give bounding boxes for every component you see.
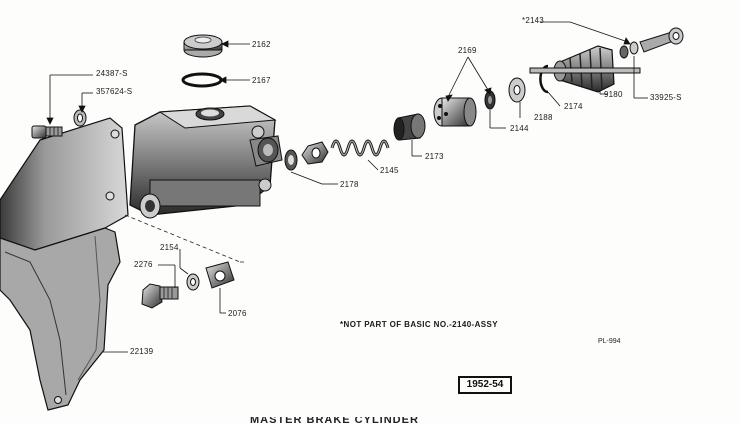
fitting-nut xyxy=(205,261,235,289)
label-22139: 22139 xyxy=(130,347,154,356)
outlet-fitting xyxy=(284,141,329,171)
label-2173: 2173 xyxy=(425,152,444,161)
return-spring xyxy=(330,139,390,157)
stop-washer xyxy=(508,77,526,103)
label-33925-s: 33925-S xyxy=(650,93,682,102)
label-24387-s: 24387-S xyxy=(96,69,128,78)
label-2188: 2188 xyxy=(534,113,553,122)
fitting-gasket xyxy=(186,273,200,291)
lock-washer xyxy=(73,109,87,127)
primary-cup xyxy=(393,113,426,141)
label-2143: *2143 xyxy=(522,16,544,25)
master-cylinder-body xyxy=(129,105,283,219)
label-2144: 2144 xyxy=(510,124,529,133)
assembly-centerline xyxy=(124,214,244,263)
banjo-bolt xyxy=(141,283,179,309)
label-9180: 9180 xyxy=(604,90,623,99)
mounting-bolt xyxy=(31,125,63,139)
label-2169: 2169 xyxy=(458,46,477,55)
label-2174: 2174 xyxy=(564,102,583,111)
filler-cap-gasket xyxy=(181,72,223,88)
filler-cap xyxy=(183,34,223,58)
piston xyxy=(433,97,477,127)
label-2154: 2154 xyxy=(160,243,179,252)
label-2076: 2076 xyxy=(228,309,247,318)
leader-lines xyxy=(46,21,648,353)
label-2276: 2276 xyxy=(134,260,153,269)
label-357624-s: 357624-S xyxy=(96,87,133,96)
year-badge: 1952-54 xyxy=(458,376,512,394)
label-2162: 2162 xyxy=(252,40,271,49)
plate-reference: PL-994 xyxy=(598,338,621,345)
footnote: *NOT PART OF BASIC NO.-2140-ASSY xyxy=(340,320,499,329)
splash-shield xyxy=(0,117,129,411)
footer-title: MASTER BRAKE CYLINDER xyxy=(250,417,419,424)
boot-and-push-rod xyxy=(529,27,684,93)
piston-cup-ring xyxy=(484,90,496,110)
label-2167: 2167 xyxy=(252,76,271,85)
label-2145: 2145 xyxy=(380,166,399,175)
snap-ring xyxy=(539,64,549,94)
label-2178: 2178 xyxy=(340,180,359,189)
